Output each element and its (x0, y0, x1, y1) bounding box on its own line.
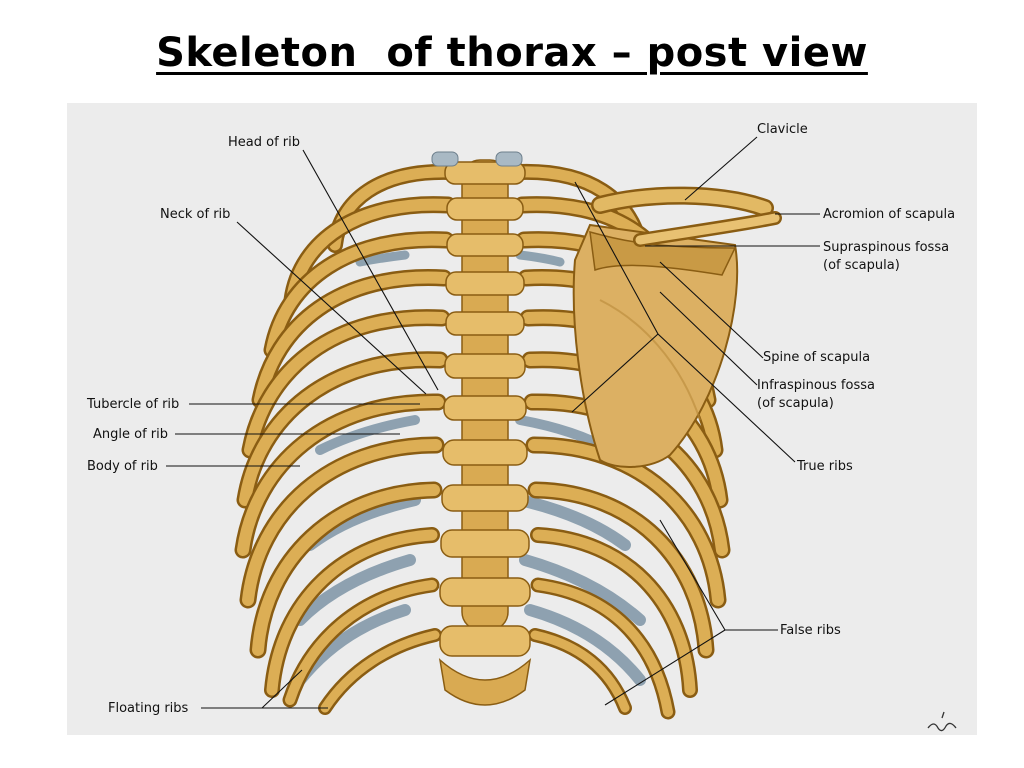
scapula-bone (572, 211, 782, 468)
vertebral-column (431, 151, 532, 706)
label-tubercle-of-rib: Tubercle of rib (86, 397, 179, 412)
label-supraspinous-fossa-sub: (of scapula) (823, 258, 900, 273)
label-head-of-rib: Head of rib (228, 135, 300, 150)
label-infraspinous-fossa-sub: (of scapula) (757, 396, 834, 411)
leader-clavicle (684, 136, 758, 201)
label-true-ribs: True ribs (796, 459, 853, 474)
label-clavicle: Clavicle (757, 122, 808, 137)
leader-spine-of-scapula (659, 261, 764, 359)
label-false-ribs: False ribs (780, 623, 841, 638)
label-floating-ribs: Floating ribs (108, 701, 189, 716)
left-ribs (234, 163, 458, 715)
leader-infraspinous-fossa (659, 291, 758, 386)
label-acromion-of-scapula: Acromion of scapula (823, 207, 955, 222)
leader-true-ribs (571, 181, 796, 463)
leader-neck-of-rib (236, 221, 427, 395)
slide-title: Skeleton of thorax – post view (156, 30, 868, 76)
leader-floating-ribs (201, 669, 328, 709)
leader-head-of-rib (302, 149, 439, 391)
clavicle-bone (591, 186, 774, 217)
label-neck-of-rib: Neck of rib (160, 207, 230, 222)
label-infraspinous-fossa: Infraspinous fossa (757, 378, 875, 393)
label-angle-of-rib: Angle of rib (93, 427, 168, 442)
label-body-of-rib: Body of rib (87, 459, 158, 474)
label-spine-of-scapula: Spine of scapula (763, 350, 870, 365)
label-supraspinous-fossa: Supraspinous fossa (823, 240, 949, 255)
artist-signature-mark (927, 711, 957, 732)
leader-false-ribs (604, 519, 778, 706)
